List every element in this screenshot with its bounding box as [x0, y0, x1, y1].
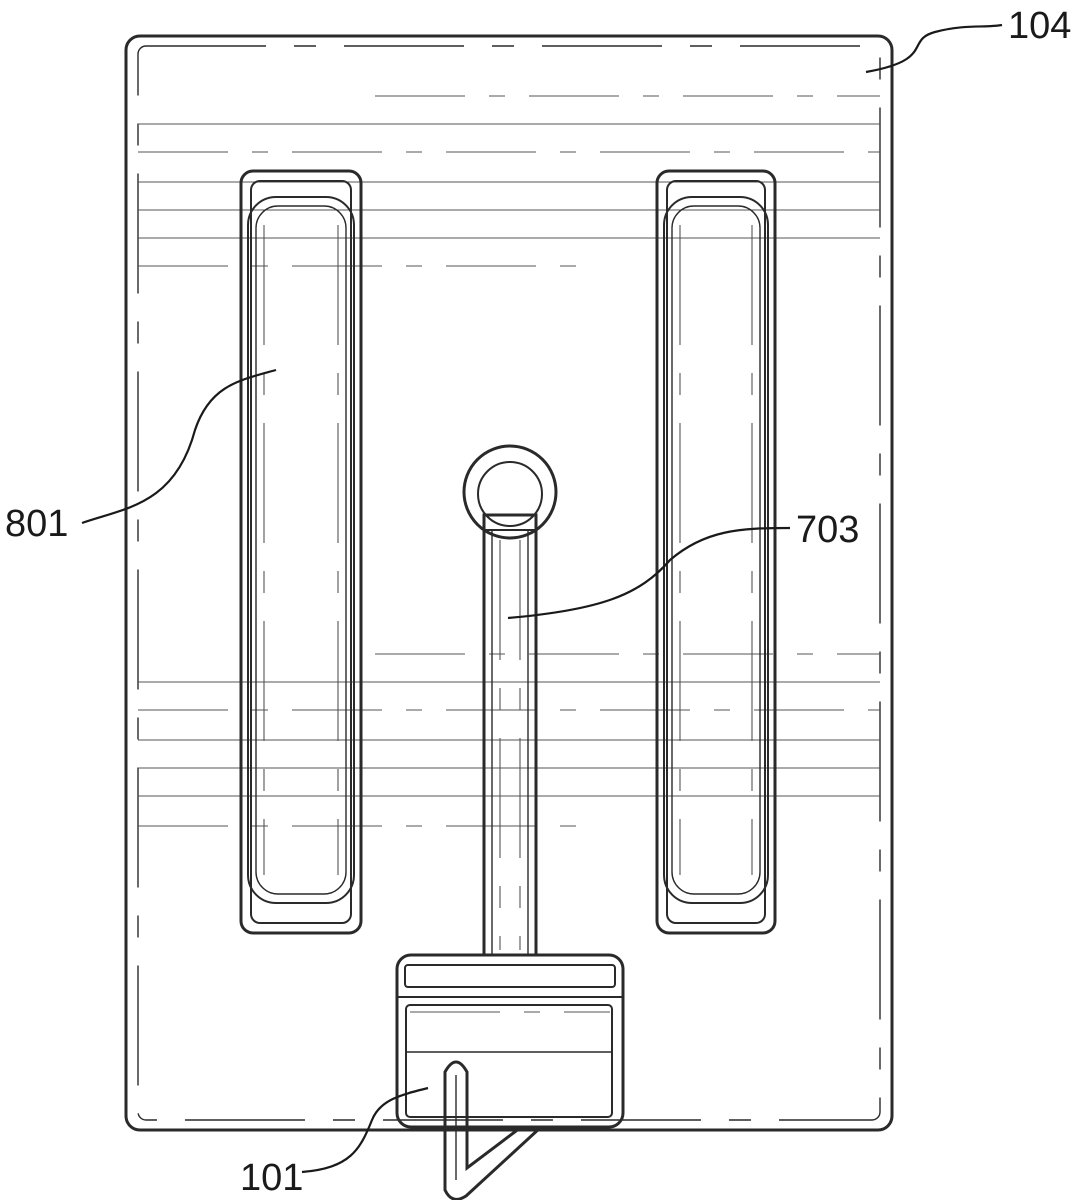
connector-bar — [482, 513, 538, 957]
label-101: 101 — [240, 1157, 303, 1199]
left-grip-panel — [239, 169, 363, 935]
reference-labels: 104 801 703 101 — [5, 5, 1071, 1199]
leader-grip-panel — [81, 368, 277, 525]
leader-hook-clip — [301, 1086, 429, 1174]
clip-block — [395, 953, 625, 1129]
label-703: 703 — [796, 509, 859, 551]
right-grip-panel — [655, 169, 777, 935]
lower-surface-lines — [138, 653, 880, 827]
housing-panel — [124, 34, 894, 1132]
leader-housing — [865, 23, 1003, 74]
label-104: 104 — [1008, 5, 1071, 47]
leader-connector-bar — [507, 526, 791, 620]
leader-lines — [81, 23, 1003, 1174]
label-801: 801 — [5, 503, 68, 545]
pivot-ring — [462, 444, 558, 540]
hook-clip — [443, 1060, 544, 1200]
